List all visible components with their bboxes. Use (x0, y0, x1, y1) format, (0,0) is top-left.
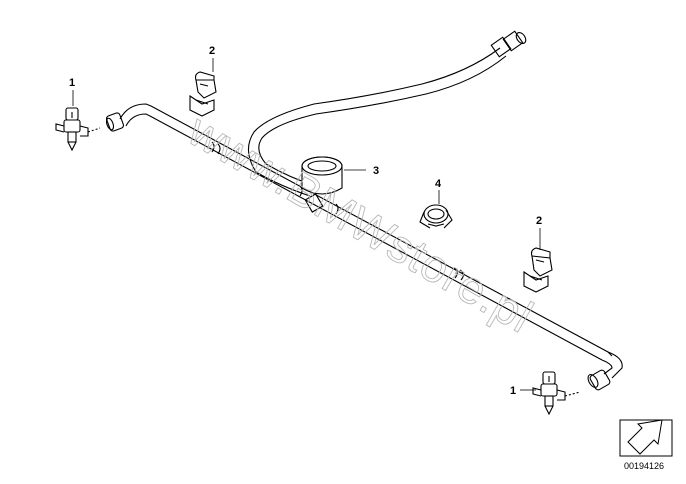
callout-1-left: 1 (69, 77, 75, 89)
left-hose-fitting (105, 112, 125, 132)
hose-clamp (419, 204, 453, 229)
watermark: www.BMWstore.pl (179, 103, 542, 343)
arrow-stamp-icon (619, 419, 673, 457)
right-hose-fitting (587, 369, 611, 391)
nozzle-left (55, 107, 101, 152)
hose-holder-left (189, 71, 217, 117)
callout-3: 3 (373, 165, 379, 177)
callout-4: 4 (435, 178, 442, 190)
callout-leaders (72, 58, 541, 391)
hose-holder-right (523, 247, 553, 293)
reference-number: 00194126 (624, 461, 664, 471)
main-hose (119, 103, 623, 379)
callout-2-right: 2 (536, 215, 542, 227)
valve (301, 156, 343, 195)
nozzle-right (532, 371, 581, 416)
callout-2-left: 2 (209, 45, 215, 57)
upper-hose (247, 30, 527, 213)
callout-1-right: 1 (510, 385, 516, 397)
